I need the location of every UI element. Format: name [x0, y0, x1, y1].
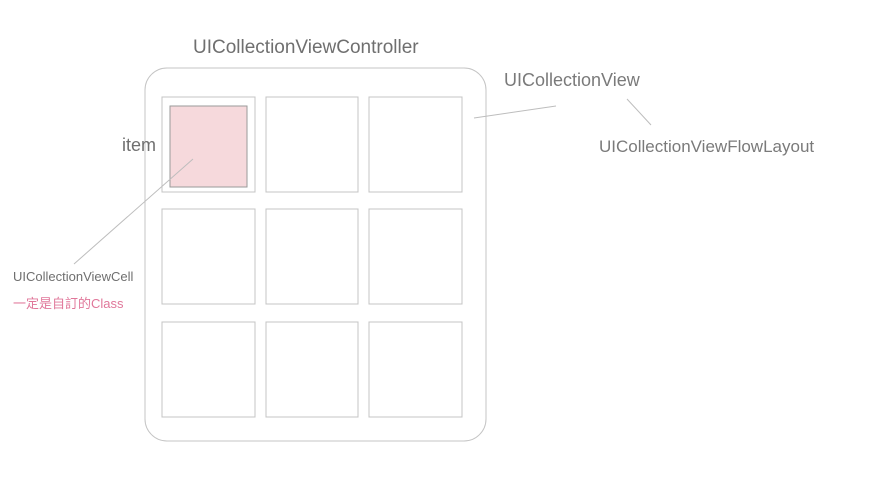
grid-cell-r2-c2: [265, 208, 359, 305]
flow-layout-label: UICollectionViewFlowLayout: [599, 137, 815, 156]
grid-cell-r3-c2: [265, 321, 359, 418]
grid-cell-r3-c1: [161, 321, 256, 418]
grid-cell-r2-c1: [161, 208, 256, 305]
cell-connector: [73, 158, 194, 265]
grid-cell-r1-c3: [368, 96, 463, 193]
collection-view-label: UICollectionView: [504, 70, 640, 90]
custom-cell-highlight: [169, 105, 248, 188]
cell-note: 一定是自訂的Class: [13, 296, 124, 311]
grid-cell-r1-c2: [265, 96, 359, 193]
grid-cell-r3-c3: [368, 321, 463, 418]
item-label: item: [122, 135, 157, 155]
grid-cell-r2-c3: [368, 208, 463, 305]
flow-layout-connector: [626, 98, 652, 126]
collection-view-connector: [473, 105, 557, 119]
controller-label: UICollectionViewController: [193, 37, 419, 58]
cell-label: UICollectionViewCell: [13, 269, 134, 284]
